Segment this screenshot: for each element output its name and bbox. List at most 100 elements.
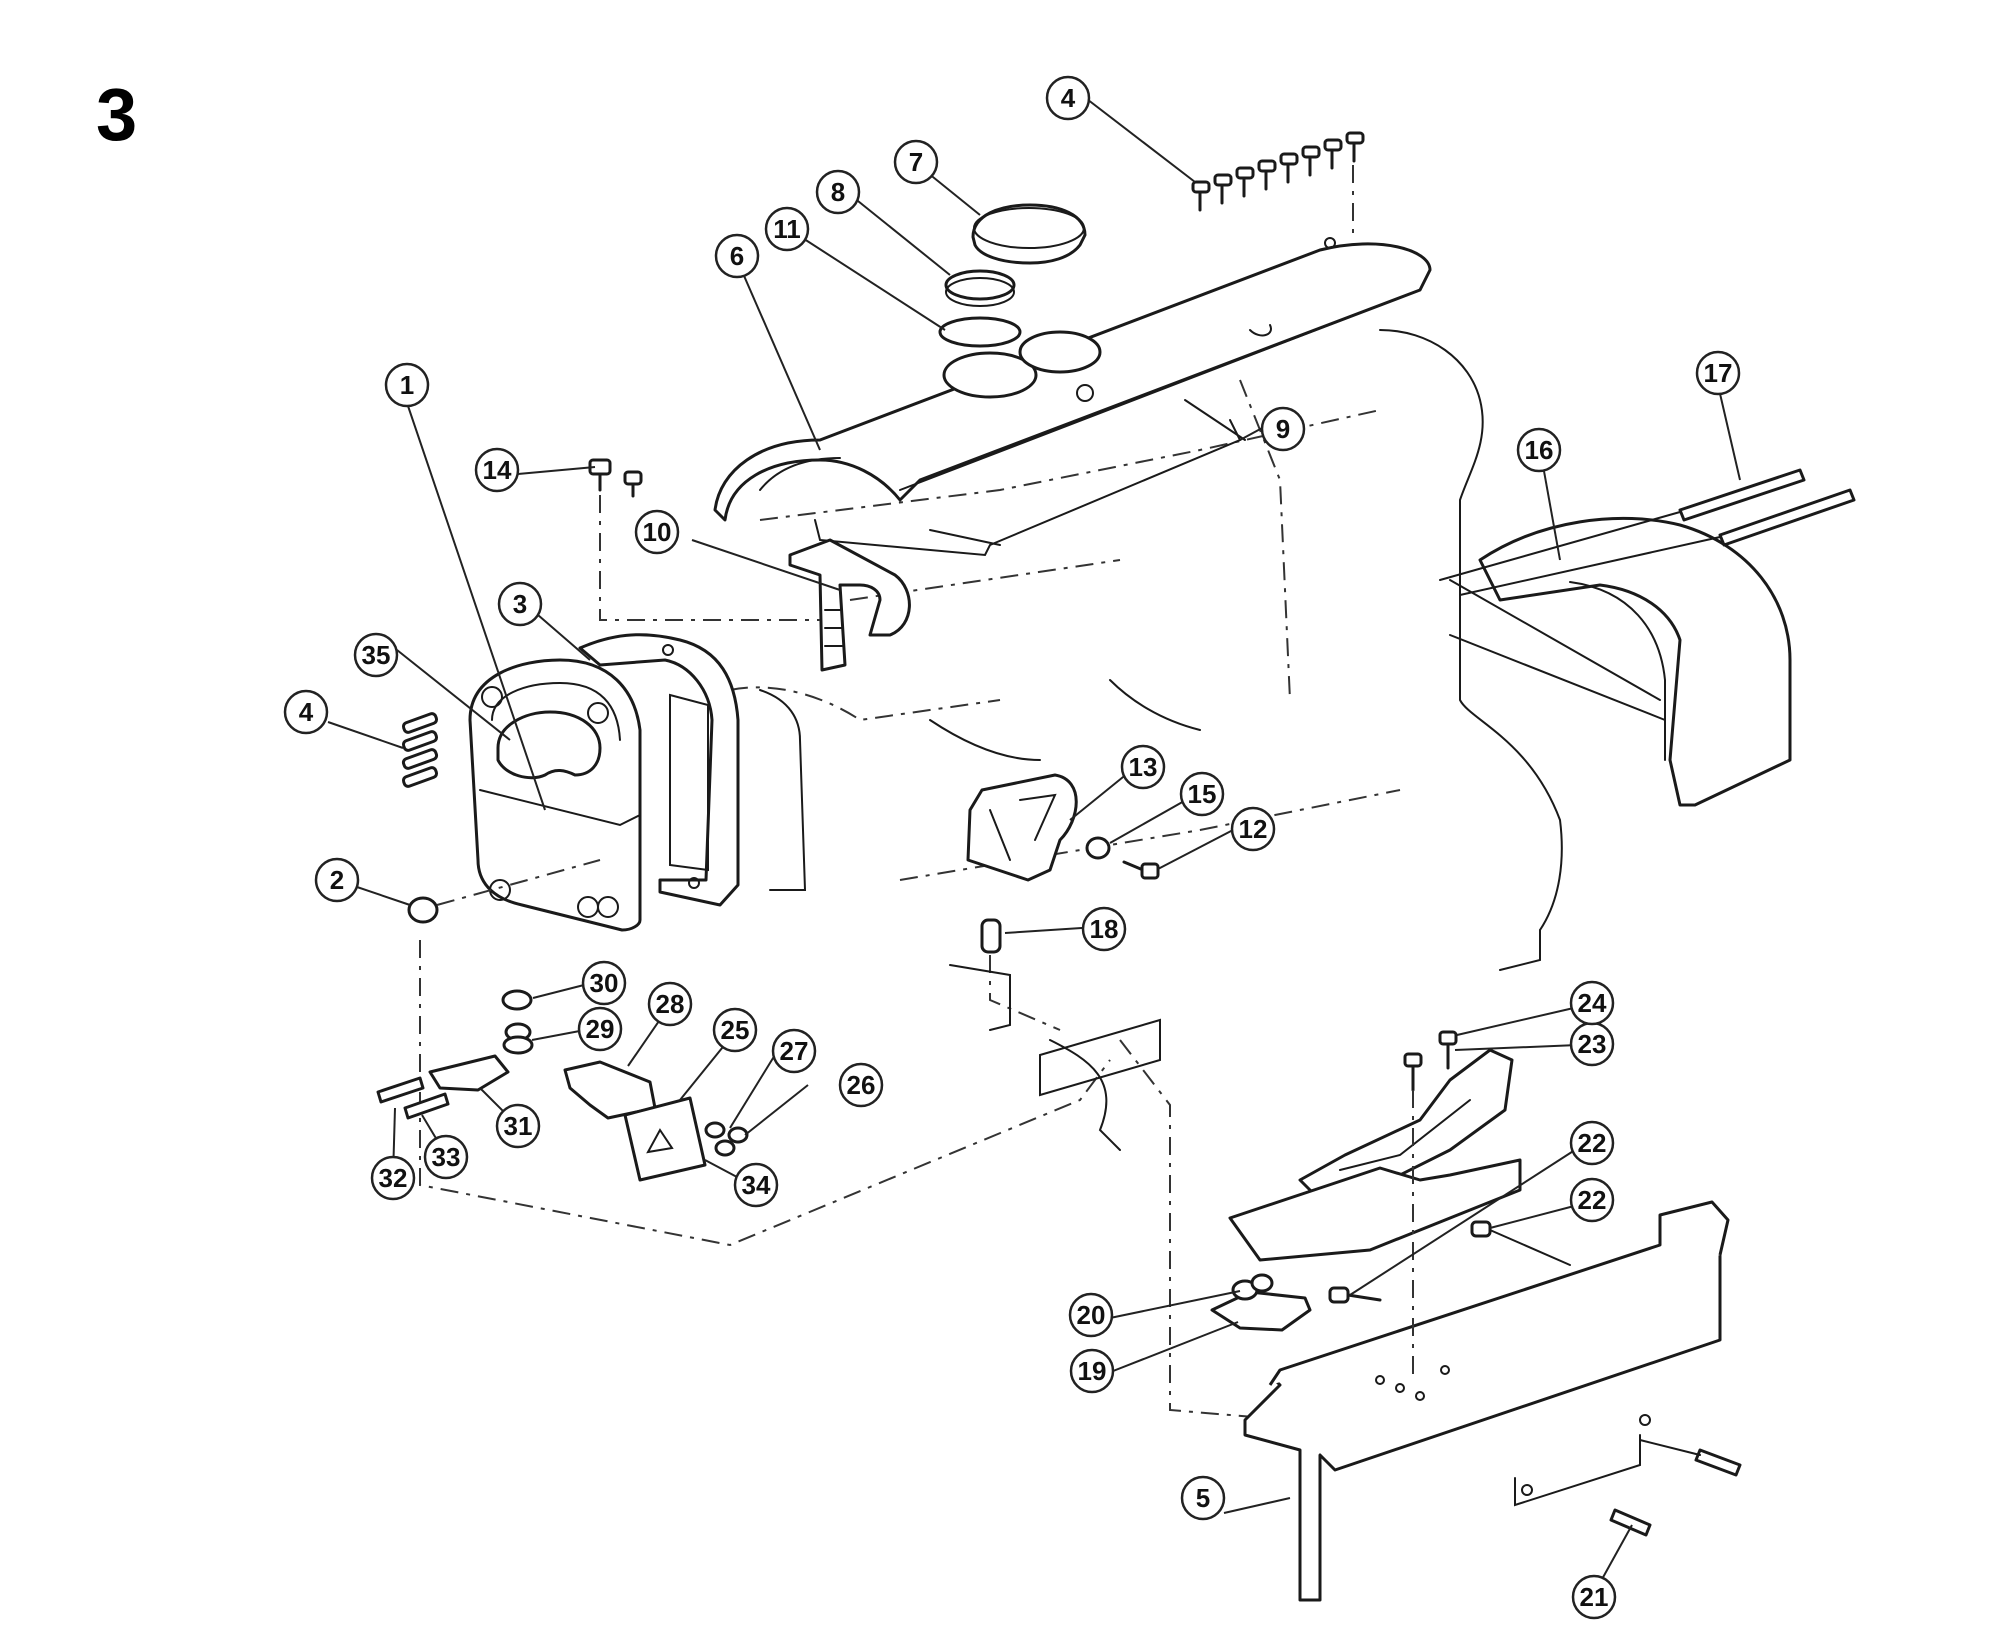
callout-label: 22 [1578,1128,1607,1158]
callout-25: 25 [712,1007,758,1053]
callout-34: 34 [733,1162,779,1208]
callout-9: 9 [1260,406,1306,452]
callout-label: 16 [1525,435,1554,465]
part-18-pin [980,918,1061,1031]
callout-10: 10 [634,509,680,555]
callout-label: 4 [299,697,314,727]
callout-label: 31 [504,1111,533,1141]
callout-label: 33 [432,1142,461,1172]
callout-32: 32 [370,1155,416,1201]
callout-label: 26 [847,1070,876,1100]
part-27-26-fasteners [704,1121,749,1157]
part-14-bolts [588,458,820,621]
part-1-front-plate [468,658,642,932]
part-16-side-cover [1449,516,1792,807]
callout-35: 35 [353,632,399,678]
callout-label: 1 [400,370,414,400]
callout-28: 28 [647,981,693,1027]
callout-label: 30 [590,968,619,998]
callout-5: 5 [1180,1475,1226,1521]
callout-12: 12 [1230,806,1276,852]
figure-number: 3 [96,73,138,156]
part-31-lever [428,1054,510,1092]
callout-label: 6 [730,241,744,271]
part-21-screws [1609,1439,1742,1537]
callout-label: 21 [1580,1582,1609,1612]
hinge-block [949,964,1161,1097]
callout-label: 28 [656,989,685,1019]
callout-11: 11 [764,206,810,252]
part-10-bracket [788,538,911,672]
callout-4-left: 4 [283,689,329,735]
callout-label: 14 [483,455,512,485]
callout-18: 18 [1081,906,1127,952]
callout-label: 4 [1061,83,1076,113]
callout-label: 27 [780,1036,809,1066]
callout-label: 32 [379,1163,408,1193]
part-30-knob [501,989,533,1011]
callout-label: 9 [1276,414,1290,444]
callout-22-upper: 22 [1569,1120,1615,1166]
part-7-cap [971,203,1087,265]
part-3-rear-cover [578,633,807,907]
part-23-slide-bracket [1228,1048,1522,1262]
callout-label: 22 [1578,1185,1607,1215]
callout-label: 10 [643,517,672,547]
part-8-seal [944,269,1016,307]
part-5-base-plate [1243,1200,1730,1602]
callout-label: 17 [1704,358,1733,388]
callout-19: 19 [1069,1348,1115,1394]
part-15-washer [1085,836,1111,860]
callout-30: 30 [581,960,627,1006]
callout-label: 34 [742,1170,771,1200]
part-32-33-screws [376,1076,450,1120]
part-4-screws-top [1191,131,1365,240]
part-12-screw [1122,860,1160,880]
callout-label: 19 [1078,1356,1107,1386]
callout-33: 33 [423,1134,469,1180]
callout-label: 23 [1578,1029,1607,1059]
callout-13: 13 [1120,744,1166,790]
callout-label: 35 [362,640,391,670]
part-19-knob [1210,1290,1312,1332]
callout-label: 11 [773,214,801,244]
part-34-plate [623,1096,707,1182]
callout-21: 21 [1571,1574,1617,1620]
part-17-rods [1439,468,1856,596]
callout-label: 15 [1188,779,1217,809]
callout-16: 16 [1516,427,1562,473]
part-4-screws-left [401,712,439,788]
callout-label: 8 [831,177,845,207]
callout-label: 5 [1196,1483,1210,1513]
part-22-screws [1328,1220,1571,1304]
callout-24: 24 [1569,980,1615,1026]
callout-17: 17 [1695,350,1741,396]
callout-14: 14 [474,447,520,493]
part-2-plug [407,859,601,924]
part-24-screws [1403,1030,1458,1380]
callout-label: 18 [1090,914,1119,944]
callout-label: 3 [513,589,527,619]
callout-31: 31 [495,1103,541,1149]
callout-2: 2 [314,857,360,903]
callout-22-lower: 22 [1569,1177,1615,1223]
callout-26: 26 [838,1062,884,1108]
callout-15: 15 [1179,771,1225,817]
callout-29: 29 [577,1006,623,1052]
callout-label: 2 [330,865,344,895]
part-6-top-cover [713,237,1432,522]
callout-4-top: 4 [1045,75,1091,121]
callout-label: 25 [721,1015,750,1045]
part-20-washer [1231,1273,1274,1301]
callout-23: 23 [1569,1021,1615,1067]
part-9-gasket [814,399,1246,557]
part-29-washers [502,1022,534,1055]
part-13-bracket [966,773,1078,882]
callout-label: 12 [1239,814,1268,844]
callout-27: 27 [771,1028,817,1074]
callout-7: 7 [893,139,939,185]
callout-label: 29 [586,1014,615,1044]
callout-label: 13 [1129,752,1158,782]
callout-20: 20 [1068,1292,1114,1338]
